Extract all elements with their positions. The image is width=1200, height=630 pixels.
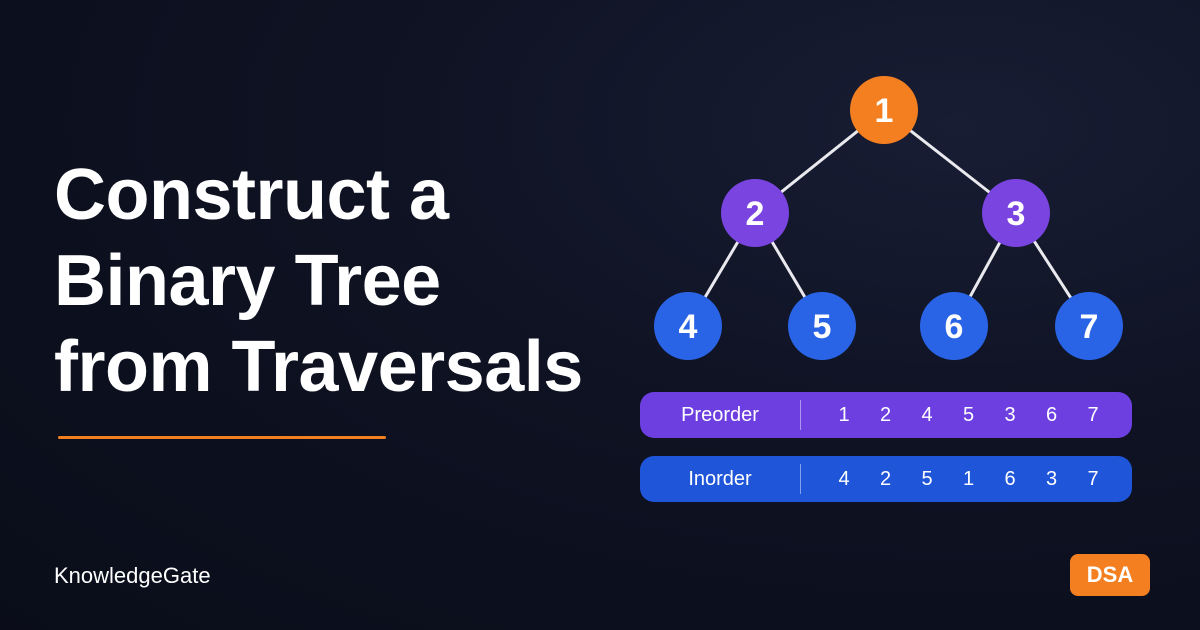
brand-name: KnowledgeGate: [54, 563, 211, 588]
tree-node-label: 7: [1080, 308, 1099, 346]
tree-node-label: 4: [679, 308, 698, 346]
tree-node-circle: [788, 292, 856, 360]
tree-node-circle: [982, 179, 1050, 247]
inorder-value: 1: [962, 468, 975, 490]
preorder-value: 5: [962, 404, 975, 426]
inorder-value: 6: [1004, 468, 1016, 490]
tree-node-circle: [654, 292, 722, 360]
tree-nodes: 1 2 3 4 5 6 7: [654, 76, 1123, 360]
preorder-value: 6: [1045, 404, 1058, 426]
preorder-divider: [800, 400, 801, 430]
preorder-value: 3: [1004, 404, 1016, 426]
preorder-value: 2: [879, 404, 892, 426]
tree-node-6: 6: [920, 292, 988, 360]
tree-node-circle: [850, 76, 918, 144]
preorder-values: 1 2 4 5 3 6 7: [801, 392, 1132, 438]
inorder-value: 7: [1087, 468, 1099, 490]
preorder-value: 4: [921, 404, 933, 426]
tree-node-label: 5: [813, 308, 832, 346]
tree-node-1: 1: [850, 76, 918, 144]
tree-node-7: 7: [1055, 292, 1123, 360]
title-line-3: from Traversals: [54, 327, 583, 407]
tree-node-4: 4: [654, 292, 722, 360]
tree-node-label: 1: [875, 92, 894, 130]
tree-node-3: 3: [982, 179, 1050, 247]
tree-node-label: 2: [746, 195, 765, 233]
page-title: Construct a Binary Tree from Traversals: [54, 152, 583, 410]
preorder-label: Preorder: [681, 403, 759, 426]
tree-node-5: 5: [788, 292, 856, 360]
tree-node-label: 6: [945, 308, 964, 346]
tree-node-circle: [721, 179, 789, 247]
tree-node-circle: [1055, 292, 1123, 360]
title-line-1: Construct a: [54, 155, 449, 235]
inorder-value: 3: [1045, 468, 1058, 490]
title-underline: [58, 436, 386, 439]
tree-node-circle: [920, 292, 988, 360]
preorder-row: Preorder 1 2 4 5 3 6 7: [640, 392, 1132, 438]
topic-badge: DSA: [1070, 554, 1150, 596]
tree-node-2: 2: [721, 179, 789, 247]
inorder-value: 5: [921, 468, 933, 490]
title-line-2: Binary Tree: [54, 241, 441, 321]
tree-node-label: 3: [1007, 195, 1026, 233]
inorder-value: 2: [879, 468, 892, 490]
preorder-value: 1: [838, 404, 850, 426]
inorder-row: Inorder 4 2 5 1 6 3 7: [640, 456, 1132, 502]
preorder-value: 7: [1087, 404, 1099, 426]
inorder-value: 4: [838, 468, 850, 490]
inorder-divider: [800, 464, 801, 494]
inorder-values: 4 2 5 1 6 3 7: [801, 456, 1132, 502]
inorder-label: Inorder: [688, 467, 752, 490]
